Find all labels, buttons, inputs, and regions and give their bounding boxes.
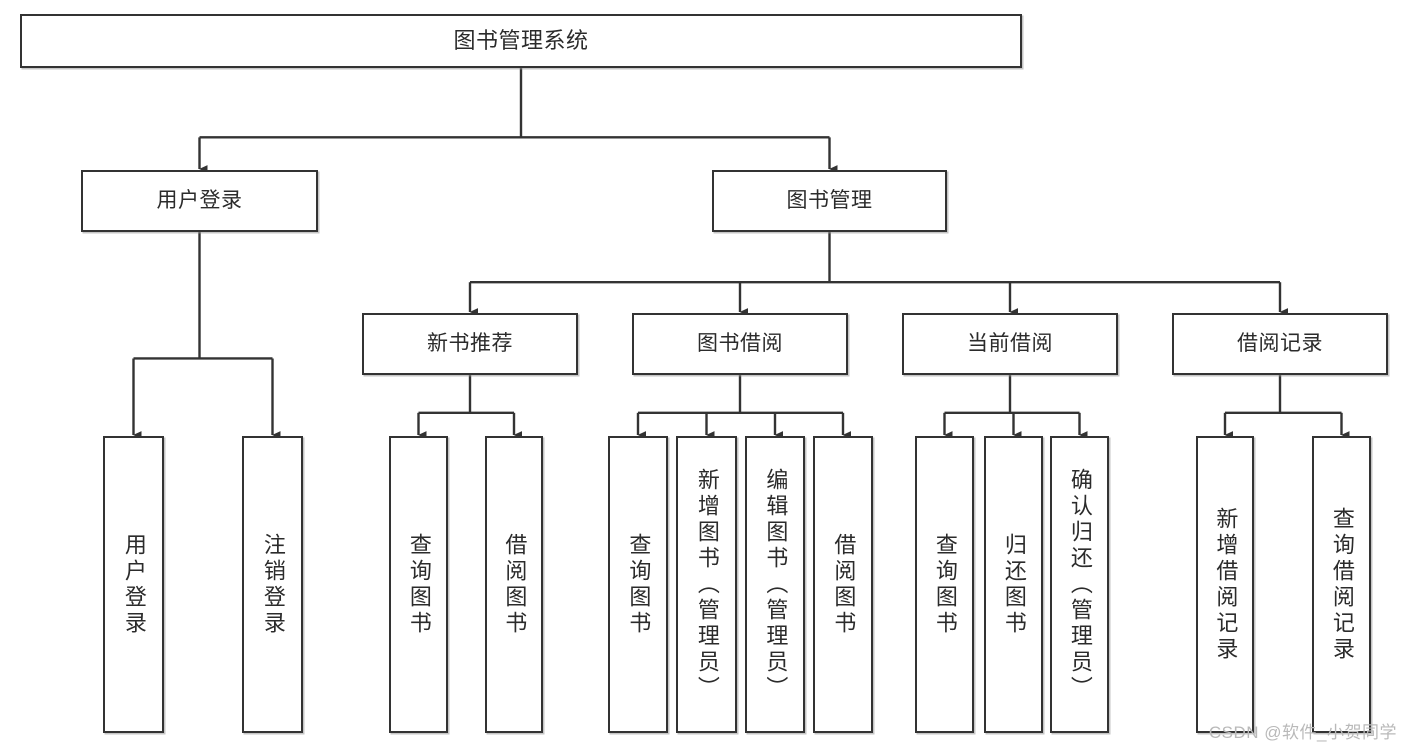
node-new-book-rec: 新书推荐 [362,313,578,375]
node-label: 新增图书（管理员） [694,467,720,702]
node-leaf-edit-book: 编辑图书（管理员） [745,436,805,733]
node-leaf-user-login: 用户登录 [103,436,164,733]
node-book-manage: 图书管理 [712,170,947,232]
node-leaf-confirm-return: 确认归还（管理员） [1050,436,1109,733]
edge-group [132,68,1350,439]
node-label: 当前借阅 [967,332,1053,356]
node-user-login: 用户登录 [81,170,318,232]
node-label: 新书推荐 [427,332,513,356]
node-label: 注销登录 [260,532,286,637]
node-current-borrow: 当前借阅 [902,313,1118,375]
node-leaf-return-book: 归还图书 [984,436,1043,733]
node-label: 查询借阅记录 [1329,506,1355,663]
node-label: 查询图书 [406,532,432,637]
node-label: 借阅记录 [1237,332,1323,356]
node-book-borrow: 图书借阅 [632,313,848,375]
node-label: 编辑图书（管理员） [763,467,789,702]
node-label: 归还图书 [1001,532,1027,637]
node-leaf-query-book-2: 查询图书 [608,436,668,733]
node-label: 图书管理 [786,189,873,213]
node-label: 确认归还（管理员） [1067,467,1093,702]
node-leaf-query-book-1: 查询图书 [389,436,448,733]
node-leaf-query-book-3: 查询图书 [915,436,974,733]
node-label: 查询图书 [932,532,958,637]
node-label: 借阅图书 [502,532,528,637]
node-leaf-borrow-book-2: 借阅图书 [813,436,873,733]
node-leaf-user-logout: 注销登录 [242,436,303,733]
node-label: 新增借阅记录 [1213,506,1239,663]
node-label: 用户登录 [156,189,243,213]
node-label: 图书管理系统 [453,27,589,53]
node-leaf-add-book: 新增图书（管理员） [676,436,737,733]
node-label: 查询图书 [626,532,652,637]
node-leaf-add-record: 新增借阅记录 [1196,436,1254,733]
node-leaf-query-record: 查询借阅记录 [1312,436,1371,733]
node-label: 用户登录 [121,532,147,637]
node-label: 图书借阅 [697,332,783,356]
node-label: 借阅图书 [831,532,857,637]
node-root: 图书管理系统 [20,14,1022,68]
node-leaf-borrow-book-1: 借阅图书 [485,436,543,733]
node-borrow-record: 借阅记录 [1172,313,1388,375]
